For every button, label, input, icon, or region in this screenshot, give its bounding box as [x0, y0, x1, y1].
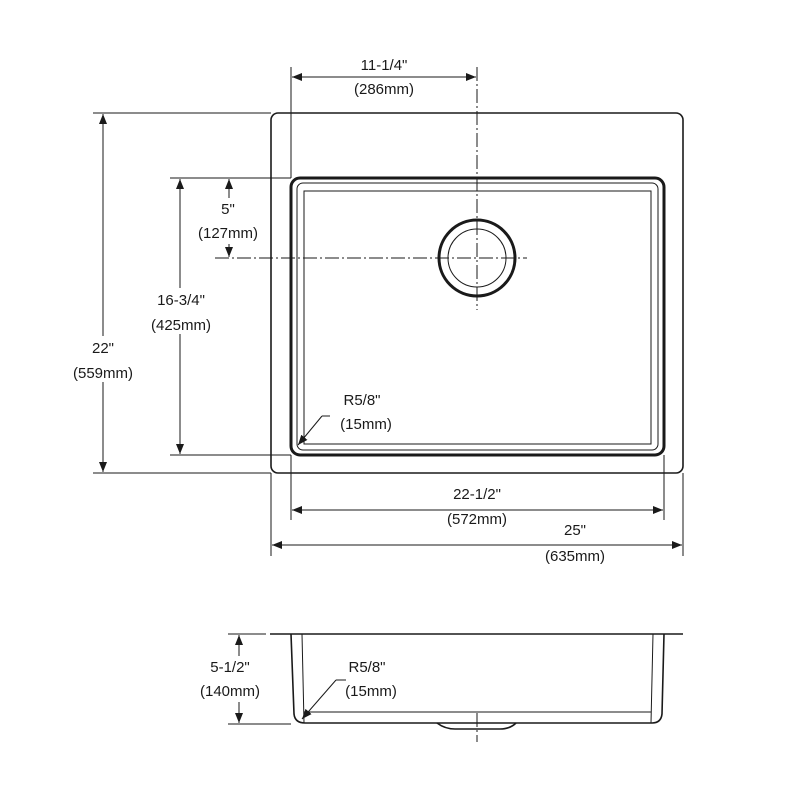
- dim-overall-front-back-metric: (559mm): [73, 365, 133, 382]
- dim-overall-width-metric: (635mm): [545, 548, 605, 565]
- dim-drain-offset-imperial: 11-1/4": [361, 57, 408, 74]
- top-radius-imperial: R5/8": [343, 392, 380, 409]
- top-radius-metric: (15mm): [340, 416, 392, 433]
- dim-drain-from-back-metric: (127mm): [198, 225, 258, 242]
- dim-drain-from-back-imperial: 5": [221, 201, 235, 218]
- bowl-outer-profile: [290, 633, 665, 724]
- dim-drain-offset-metric: (286mm): [354, 81, 414, 98]
- bowl-inner-profile: [301, 633, 654, 724]
- drain-bulge: [436, 722, 517, 730]
- dim-bowl-depth-metric: (140mm): [200, 683, 260, 700]
- radius-leader-arrow: [301, 679, 337, 720]
- dim-bowl-depth-imperial: 5-1/2": [210, 659, 250, 676]
- side-view: 5-1/2" (140mm) R5/8" (15mm): [200, 633, 683, 742]
- top-view: 11-1/4" (286mm) 22" (559mm) 16-3/4" (425…: [70, 57, 684, 565]
- side-radius-metric: (15mm): [345, 683, 397, 700]
- dim-bowl-width-imperial: 22-1/2": [453, 486, 501, 503]
- dim-overall-width-imperial: 25": [564, 522, 586, 539]
- dim-bowl-front-back-imperial: 16-3/4": [157, 292, 205, 309]
- dim-bowl-width-metric: (572mm): [447, 511, 507, 528]
- dim-bowl-front-back-metric: (425mm): [151, 317, 211, 334]
- side-radius-imperial: R5/8": [348, 659, 385, 676]
- dim-overall-front-back-imperial: 22": [92, 340, 114, 357]
- radius-leader-arrow: [297, 415, 323, 446]
